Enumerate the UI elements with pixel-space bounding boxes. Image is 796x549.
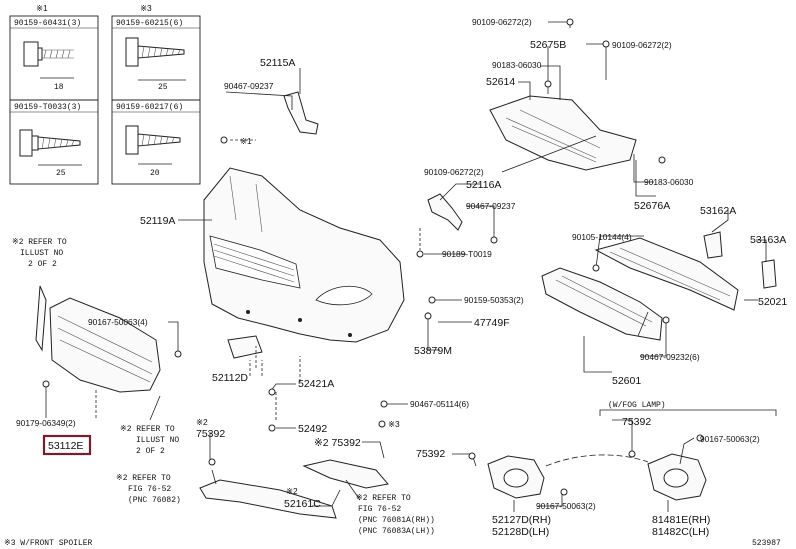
label-90109-06272-c[interactable]: 90109-06272(2) <box>424 167 484 177</box>
label-53163A[interactable]: 53163A <box>750 234 786 246</box>
lower-grille-53112E-drawing <box>35 285 161 393</box>
label-90167-50063-b[interactable]: 90167-50063(2) <box>700 434 760 444</box>
label-81482C[interactable]: 81482C(LH) <box>652 526 709 538</box>
label-52115A[interactable]: 52115A <box>260 57 295 69</box>
box1-top-part[interactable]: 90159-60431(3) <box>14 19 81 28</box>
svg-text:FIG 76-52: FIG 76-52 <box>358 505 401 514</box>
label-90183-06030-a[interactable]: 90183-06030 <box>492 60 542 70</box>
screw-icon <box>125 37 186 81</box>
refer-note-4: ※2 REFER TO FIG 76-52 (PNC 76081A(RH)) (… <box>356 494 435 536</box>
refer-note-3: ※2 REFER TO FIG 76-52 (PNC 76082) <box>116 474 181 505</box>
bumper-cover-drawing <box>203 167 405 343</box>
svg-text:2 OF 2: 2 OF 2 <box>28 260 57 269</box>
label-52161C[interactable]: 52161C <box>284 498 321 510</box>
svg-text:(PNC 76081A(RH)): (PNC 76081A(RH)) <box>358 516 435 525</box>
fog-lamp-81481E-drawing <box>647 453 707 501</box>
label-90183-06030-b[interactable]: 90183-06030 <box>644 177 694 187</box>
svg-text:(PNC 76083A(LH)): (PNC 76083A(LH)) <box>358 527 435 536</box>
footer-note: ※3 W/FRONT SPOILER <box>4 539 93 548</box>
fog-lamp-header: (W/FOG LAMP) <box>608 401 666 410</box>
box1-bottom-part[interactable]: 90159-T0033(3) <box>14 103 81 112</box>
label-52128D[interactable]: 52128D(LH) <box>492 526 549 538</box>
spoiler-52161C-drawing <box>199 479 337 519</box>
screw-icon <box>125 125 181 165</box>
label-90179-06349[interactable]: 90179-06349(2) <box>16 418 76 428</box>
bracket-52116A-drawing <box>427 193 463 231</box>
label-52127D[interactable]: 52127D(RH) <box>492 514 551 526</box>
box2-bottom-part[interactable]: 90159-60217(6) <box>116 103 183 112</box>
label-90467-09237-b[interactable]: 90467-09237 <box>466 201 516 211</box>
bracket-53163A-drawing <box>761 259 777 289</box>
box1-note: ※1 <box>36 3 48 13</box>
label-52112D[interactable]: 52112D <box>212 372 248 384</box>
label-52601[interactable]: 52601 <box>612 375 641 387</box>
label-52116A[interactable]: 52116A <box>466 179 501 191</box>
label-52119A[interactable]: 52119A <box>140 215 175 227</box>
label-90467-05114[interactable]: 90467-05114(6) <box>410 399 469 409</box>
box1-bottom-dim: 25 <box>56 169 66 178</box>
label-52492[interactable]: 52492 <box>298 423 327 435</box>
label-90189-T0019[interactable]: 90189-T0019 <box>442 249 492 259</box>
label-90105-10144[interactable]: 90105-10144(4) <box>572 232 632 242</box>
fastener-box-2: ※3 90159-60215(6) 25 90159-60217(6) 20 <box>111 3 201 185</box>
box2-bottom-dim: 20 <box>150 169 160 178</box>
box1-top-dim: 18 <box>54 83 64 92</box>
label-90159-50353[interactable]: 90159-50353(2) <box>464 295 524 305</box>
label-52421A[interactable]: 52421A <box>298 378 334 390</box>
label-75392-c[interactable]: 75392 <box>416 448 445 460</box>
label-52676A[interactable]: 52676A <box>634 200 670 212</box>
label-75392-d[interactable]: 75392 <box>622 416 651 428</box>
tapping-screw-icon <box>19 129 82 166</box>
label-53162A[interactable]: 53162A <box>700 205 736 217</box>
label-90467-09237-a[interactable]: 90467-09237 <box>224 81 274 91</box>
diagram-id: 523987 <box>752 539 781 548</box>
hex-bolt-icon <box>23 41 74 79</box>
grille-retainer-drawing <box>489 95 637 171</box>
svg-text:(PNC 76082): (PNC 76082) <box>128 496 181 505</box>
svg-text:※2 REFER TO: ※2 REFER TO <box>356 494 411 503</box>
svg-text:2 OF 2: 2 OF 2 <box>136 447 165 456</box>
bracket-53162A-drawing <box>703 231 723 259</box>
highlight-box-53112E <box>42 434 92 456</box>
fastener-box-1: ※1 90159-60431(3) 18 90159-T0033(3) 25 <box>9 3 99 185</box>
fog-bezel-52127D-drawing <box>487 455 545 499</box>
label-52675B[interactable]: 52675B <box>530 39 566 51</box>
reinforcement-52021-drawing <box>594 237 739 311</box>
label-90167-50063-c[interactable]: 90167-50063(2) <box>536 501 596 511</box>
bracket-52115A-drawing <box>283 91 319 135</box>
label-52614[interactable]: 52614 <box>486 76 515 88</box>
refer-note-2: ※2 REFER TO ILLUST NO 2 OF 2 <box>120 425 179 456</box>
note-2-a: ※2 <box>196 417 208 427</box>
svg-text:※2 REFER TO: ※2 REFER TO <box>120 425 175 434</box>
label-90467-09232[interactable]: 90467-09232(6) <box>640 352 700 362</box>
svg-text:ILLUST NO: ILLUST NO <box>20 249 63 258</box>
label-90167-50063-a[interactable]: 90167-50063(4) <box>88 317 148 327</box>
label-75392-b[interactable]: ※2 75392 <box>314 437 361 449</box>
label-90109-06272-a[interactable]: 90109-06272(2) <box>472 17 532 27</box>
note-1: ※1 <box>240 136 252 146</box>
label-75392-a[interactable]: 75392 <box>196 428 225 440</box>
label-52021[interactable]: 52021 <box>758 296 787 308</box>
side-spoiler-drawing <box>302 459 389 489</box>
cover-52112D-drawing <box>227 335 263 359</box>
fastener-markers <box>42 18 704 496</box>
note-3-a: ※3 <box>388 419 400 429</box>
box2-note: ※3 <box>140 3 152 13</box>
svg-text:ILLUST NO: ILLUST NO <box>136 436 179 445</box>
label-90109-06272-b[interactable]: 90109-06272(2) <box>612 40 672 50</box>
box2-top-dim: 25 <box>158 83 168 92</box>
label-81481E[interactable]: 81481E(RH) <box>652 514 710 526</box>
label-47749F[interactable]: 47749F <box>474 317 510 329</box>
label-53112E[interactable]: 53112E <box>48 440 83 452</box>
refer-note-1: ※2 REFER TO ILLUST NO 2 OF 2 <box>12 238 67 269</box>
svg-text:※2 REFER TO: ※2 REFER TO <box>116 474 171 483</box>
box2-top-part[interactable]: 90159-60215(6) <box>116 19 183 28</box>
label-53879M[interactable]: 53879M <box>414 345 452 357</box>
note-2-b: ※2 <box>286 486 298 496</box>
svg-text:※2 REFER TO: ※2 REFER TO <box>12 238 67 247</box>
svg-text:FIG 76-52: FIG 76-52 <box>128 485 171 494</box>
absorber-52601-drawing <box>541 267 663 341</box>
leader-lines <box>45 21 767 512</box>
